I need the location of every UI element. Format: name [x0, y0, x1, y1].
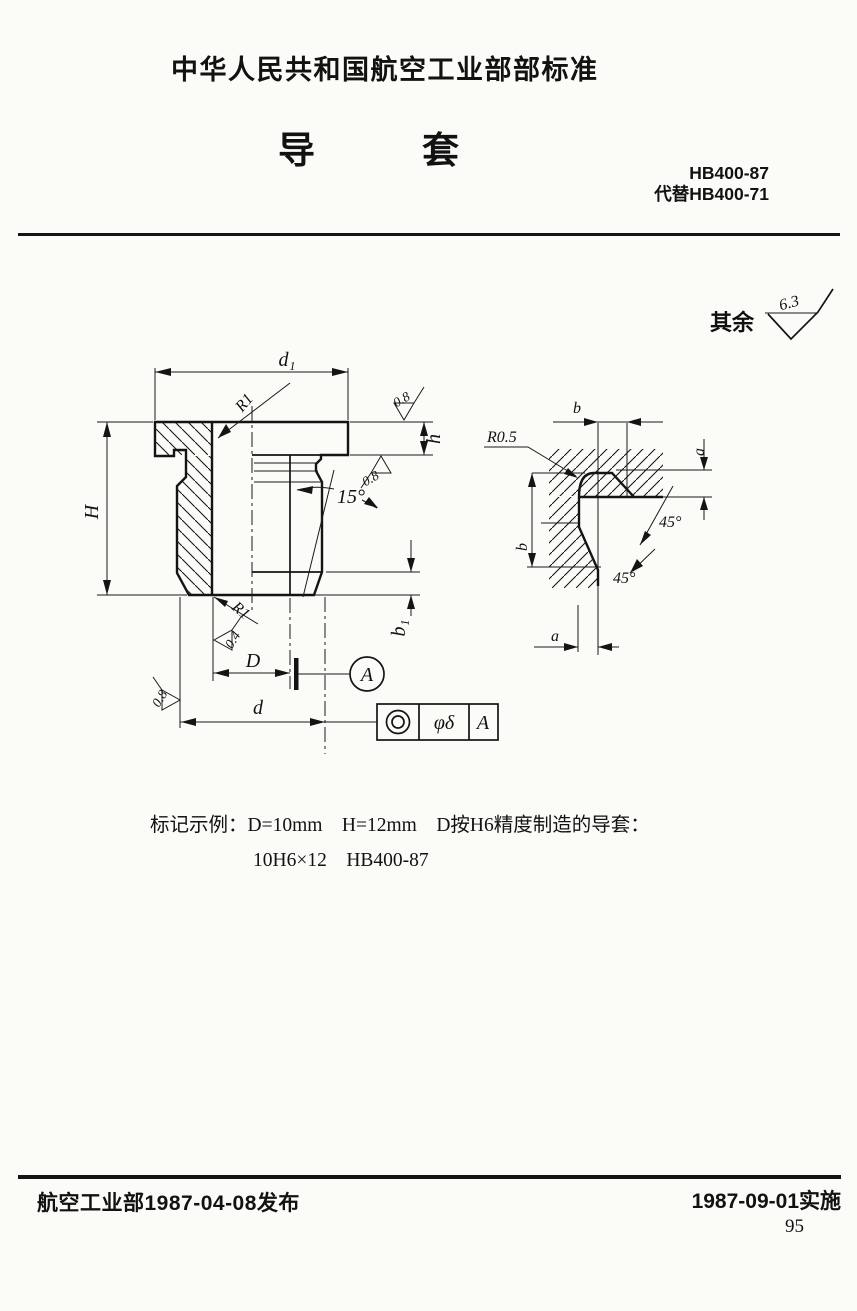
datum-bar — [294, 658, 299, 690]
header-rule — [18, 233, 840, 236]
general-roughness-value: 6.3 — [777, 293, 801, 315]
dim-d: d — [180, 697, 377, 726]
dim-b-left: b — [514, 472, 585, 567]
dim-label-b-left: b — [514, 543, 531, 551]
marking-example-line1: 标记示例：D=10mm H=12mm D按H6精度制造的导套： — [150, 815, 650, 836]
feature-control-frame: φδ A — [376, 703, 499, 741]
finish-top-value: 0.8 — [390, 389, 412, 411]
dim-d1: d₁ — [154, 349, 349, 420]
replaces-number: 代替HB400-71 — [654, 184, 769, 204]
detail-hatch-left — [549, 497, 597, 588]
fcf-datum: A — [475, 712, 490, 734]
title-char-1: 导 — [278, 130, 315, 171]
footer-issued: 航空工业部1987-04-08发布 — [37, 1192, 300, 1215]
drawing-canvas: 其余 6.3 d₁ — [81, 288, 834, 754]
detail-horizontal-refs — [527, 469, 712, 568]
dim-label-45-lower: 45° — [613, 570, 636, 587]
dim-b1: b₁ — [314, 540, 420, 636]
dim-a-right: a — [663, 439, 712, 520]
title-char-2: 套 — [422, 130, 459, 171]
finish-mark-bore: 0.4 — [212, 616, 244, 651]
finish-mark-under-flange: 0.8 — [359, 455, 392, 490]
footer-effective: 1987-09-01实施 — [691, 1190, 841, 1213]
wall-hatch — [178, 456, 212, 594]
marking-example: 标记示例：D=10mm H=12mm D按H6精度制造的导套： 10H6×12 … — [150, 808, 650, 878]
finish-mark-outer: 0.8 — [149, 676, 182, 711]
finish-outer-value: 0.8 — [149, 687, 171, 709]
roughness-symbol-icon — [765, 288, 834, 341]
standard-number: HB400-87 — [689, 163, 769, 183]
dim-H: H — [81, 421, 187, 596]
dim-a-bottom: a — [534, 605, 619, 652]
general-roughness-note: 其余 6.3 — [710, 288, 834, 341]
finish-mark-top: 0.8 — [390, 386, 425, 421]
finish-under-value: 0.8 — [359, 468, 381, 490]
dim-label-d1: d₁ — [279, 349, 296, 371]
dim-label-b1: b₁ — [388, 620, 410, 637]
callout-r1-top: R1 — [217, 382, 291, 439]
dim-label-d: d — [253, 697, 264, 719]
dim-taper-angle: 15° — [296, 469, 378, 598]
dim-label-15deg: 15° — [337, 486, 365, 508]
general-note-text: 其余 — [710, 310, 755, 335]
dim-label-H: H — [81, 503, 103, 520]
dim-h: h — [350, 421, 445, 456]
fcf-tolerance: φδ — [434, 712, 455, 734]
document-title: 导 套 — [278, 120, 459, 174]
relief-groove-lines — [254, 462, 322, 483]
groove-profile — [577, 471, 663, 586]
datum-circle — [349, 656, 385, 692]
dim-D: D A — [213, 650, 385, 692]
marking-example-line2: 10H6×12 HB400-87 — [253, 850, 429, 871]
page-number: 95 — [785, 1216, 804, 1237]
footer-rule — [18, 1175, 841, 1179]
datum-label: A — [359, 664, 374, 686]
dim-label-D: D — [245, 650, 261, 672]
dim-b-top: b — [553, 400, 663, 426]
main-section-view: d₁ H h b₁ 15° — [81, 349, 499, 754]
dim-label-a-right: a — [691, 448, 708, 456]
finish-bore-value: 0.4 — [222, 628, 244, 650]
standard-number-block: HB400-87 代替HB400-71 — [654, 163, 769, 205]
dim-label-b-top: b — [573, 400, 581, 417]
dim-label-45-upper: 45° — [659, 514, 682, 531]
callout-45-upper: 45° — [639, 485, 682, 546]
concentricity-icon — [385, 709, 411, 735]
corner-detail-view: R0.5 b a 45° 45° — [484, 400, 712, 655]
callout-45-lower: 45° — [613, 548, 656, 587]
dim-label-r1-top: R1 — [232, 391, 257, 416]
callout-r1-bottom: R1 — [213, 596, 259, 625]
dim-label-h: h — [423, 434, 445, 444]
flange-hatch — [156, 423, 212, 455]
dim-label-r05: R0.5 — [486, 429, 517, 446]
standard-org-title: 中华人民共和国航空工业部部标准 — [171, 55, 599, 85]
dim-label-a-bottom: a — [551, 628, 559, 645]
